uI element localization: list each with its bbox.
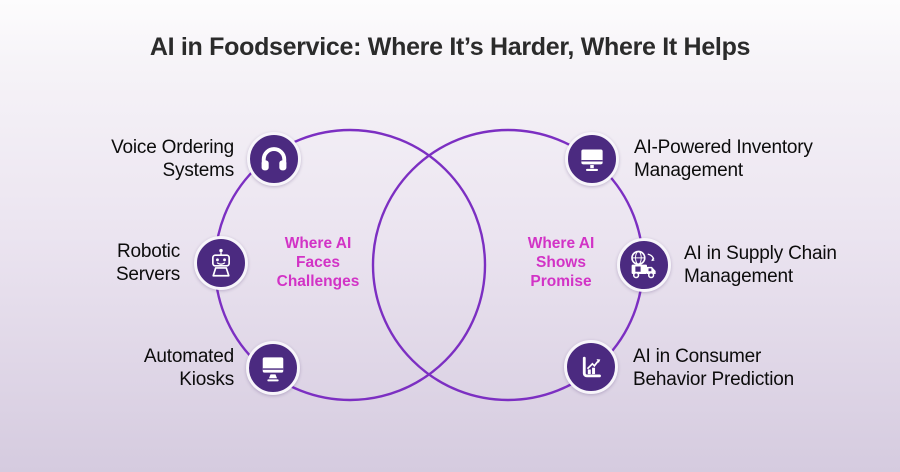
label-line: Automated: [143, 346, 234, 367]
growth-chart-icon: [582, 356, 601, 378]
supply-chain-badge: [617, 238, 671, 292]
label-line: Systems: [162, 160, 235, 181]
label-line: Voice Ordering: [111, 137, 234, 158]
right-region-line: Promise: [530, 273, 592, 290]
robot-badge: [194, 236, 248, 290]
label-line: AI in Supply Chain: [684, 243, 837, 264]
kiosk-monitor-icon: [262, 357, 284, 382]
left-region-line: Faces: [296, 254, 340, 271]
label-line: Kiosks: [179, 369, 234, 390]
label-line: Behavior Prediction: [633, 369, 794, 390]
label-line: AI-Powered Inventory: [634, 137, 813, 158]
label-automated-kiosks: Automated Kiosks: [144, 345, 234, 391]
headphones-badge: [247, 132, 301, 186]
label-robotic-servers: Robotic Servers: [116, 240, 180, 286]
label-line: Servers: [115, 264, 180, 285]
robot-icon: [212, 248, 230, 277]
label-ai-in-supply-chain-management: AI in Supply Chain Management: [684, 242, 837, 288]
right-region-line: Shows: [536, 254, 586, 271]
label-line: AI in Consumer: [633, 346, 762, 367]
label-line: Robotic: [116, 241, 180, 262]
kiosk-badge: [246, 341, 300, 395]
inventory-badge: [565, 132, 619, 186]
label-ai-in-consumer-behavior-prediction: AI in Consumer Behavior Prediction: [633, 345, 794, 391]
page-title: AI in Foodservice: Where It’s Harder, Wh…: [149, 33, 751, 61]
label-line: Management: [684, 266, 793, 287]
left-region-label: Where AI Faces Challenges: [243, 234, 393, 291]
left-region-line: Where AI: [284, 235, 352, 252]
desktop-monitor-icon: [581, 149, 603, 172]
behavior-prediction-badge: [564, 340, 618, 394]
right-region-line: Where AI: [527, 235, 595, 252]
label-line: Management: [634, 160, 743, 181]
headphones-icon: [261, 147, 287, 171]
label-ai-powered-inventory-management: AI-Powered Inventory Management: [634, 136, 813, 182]
delivery-truck-globe-icon: [631, 250, 656, 279]
left-region-line: Challenges: [276, 273, 360, 290]
right-region-label: Where AI Shows Promise: [486, 234, 636, 291]
label-voice-ordering-systems: Voice Ordering Systems: [111, 136, 234, 182]
